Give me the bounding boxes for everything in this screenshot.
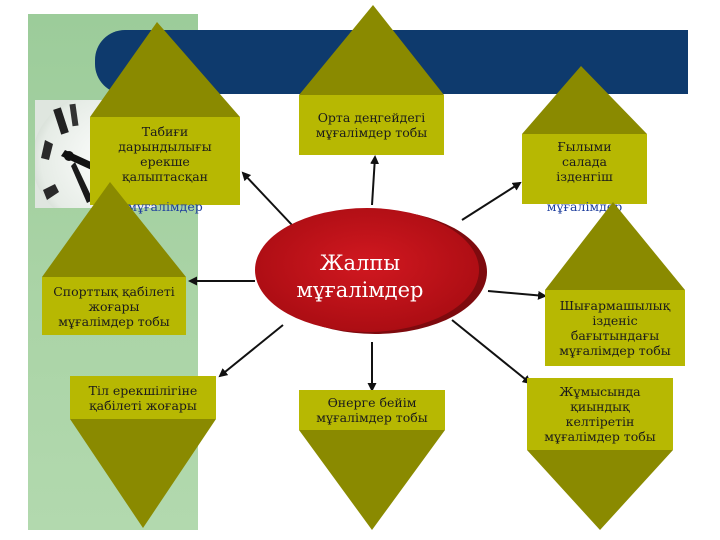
up-triangle bbox=[90, 22, 240, 117]
node-language-label: Тіл ерекшілігіне қабілеті жоғары bbox=[88, 382, 198, 413]
arrow-to-mid-level bbox=[370, 155, 380, 206]
down-triangle bbox=[527, 450, 673, 530]
node-scientific-label-extra: мұғалімдер bbox=[546, 199, 623, 214]
node-natural-talent-label-extra: мұғалімдер bbox=[127, 198, 203, 214]
node-art-label: Өнерге бейім мұғалімдер тобы bbox=[316, 395, 428, 425]
node-difficulty-label: Жұмысында қиындық келтіретін мұғалімдер … bbox=[544, 384, 656, 444]
center-ellipse bbox=[255, 208, 487, 334]
node-sports: Спорттық қабілеті жоғары мұғалімдер тобы bbox=[42, 182, 186, 337]
node-difficulty-box: Жұмысында қиындық келтіретін мұғалімдер … bbox=[527, 378, 673, 450]
node-creative-box: Шығармашылық ізденіс бағытындағы мұғалім… bbox=[545, 290, 685, 366]
up-triangle bbox=[545, 202, 685, 290]
node-creative-label: Шығармашылық ізденіс бағытындағы мұғалім… bbox=[559, 298, 671, 358]
arrow-to-natural-talent bbox=[241, 171, 293, 226]
node-art: Өнерге бейім мұғалімдер тобы bbox=[299, 390, 445, 532]
node-sports-box: Спорттық қабілеті жоғары мұғалімдер тобы bbox=[42, 277, 186, 335]
arrow-to-difficulty bbox=[451, 319, 532, 385]
node-scientific-label: Ғылыми салада ізденгіш bbox=[556, 139, 613, 184]
node-art-box: Өнерге бейім мұғалімдер тобы bbox=[299, 390, 445, 430]
arrow-to-scientific bbox=[461, 181, 522, 221]
up-triangle bbox=[522, 66, 647, 134]
node-language-box: Тіл ерекшілігіне қабілеті жоғары bbox=[70, 376, 216, 419]
up-triangle bbox=[42, 182, 186, 277]
up-triangle bbox=[299, 5, 444, 95]
node-difficulty: Жұмысында қиындық келтіретін мұғалімдер … bbox=[527, 378, 673, 533]
node-mid-level-box: Орта деңгейдегі мұғалімдер тобы bbox=[299, 95, 444, 155]
center-label: Жалпы мұғалімдер bbox=[296, 251, 424, 302]
arrow-to-language bbox=[218, 324, 284, 378]
node-natural-talent-label: Табиғи дарындылығы ерекше қалыптасқан bbox=[118, 123, 212, 184]
node-scientific-box: Ғылыми салада ізденгіш мұғалімдер bbox=[522, 134, 647, 214]
node-mid-level-label: Орта деңгейдегі мұғалімдер тобы bbox=[315, 110, 428, 140]
down-triangle bbox=[299, 430, 445, 530]
down-triangle bbox=[70, 419, 216, 528]
node-mid-level: Орта деңгейдегі мұғалімдер тобы bbox=[299, 5, 444, 155]
node-sports-label: Спорттық қабілеті жоғары мұғалімдер тобы bbox=[53, 283, 175, 329]
node-language: Тіл ерекшілігіне қабілеті жоғары bbox=[70, 376, 216, 531]
arrow-to-creative bbox=[487, 290, 547, 300]
node-scientific: Ғылыми салада ізденгіш мұғалімдер bbox=[522, 66, 647, 214]
node-creative: Шығармашылық ізденіс бағытындағы мұғалім… bbox=[545, 202, 685, 367]
